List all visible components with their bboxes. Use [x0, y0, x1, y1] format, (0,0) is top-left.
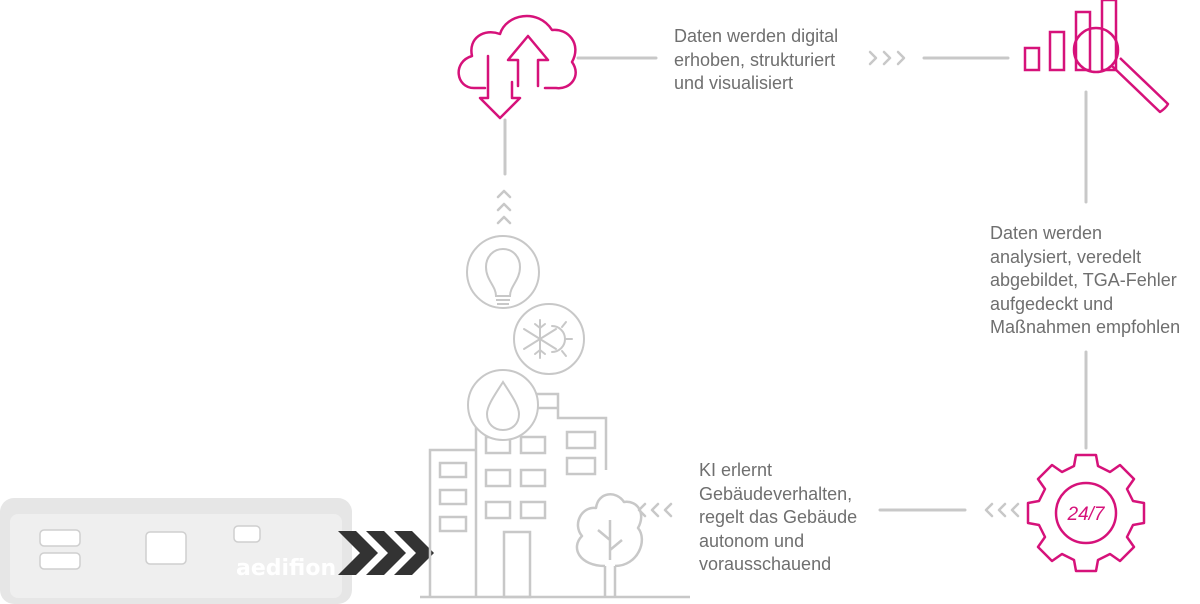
step-collect-line: und visualisiert — [674, 73, 794, 93]
bar-chart-magnifier-icon — [1023, 0, 1170, 114]
step-control-text: KI erlernt Gebäudeverhalten, regelt das … — [699, 459, 857, 577]
device-brand-logo: aedifion — [236, 556, 336, 581]
step-control-line: KI erlernt — [699, 460, 773, 480]
aedifion-device: aedifion — [0, 498, 352, 604]
step-control-line: autonom und — [699, 530, 805, 551]
lightbulb-icon — [466, 235, 540, 309]
step-collect-line: Daten werden digital — [674, 26, 839, 46]
tree-icon — [575, 493, 644, 597]
gear-24-7-icon: 24/7 — [1026, 453, 1146, 573]
step-analyze-line: Maßnahmen empfohlen — [990, 317, 1181, 338]
step-analyze-line: aufgedeckt und — [990, 293, 1114, 314]
step-control-line: vorausschauend — [699, 554, 832, 574]
step-collect-line: erhoben, strukturiert — [674, 49, 836, 70]
step-analyze-line: abgebildet, TGA-Fehler — [990, 270, 1177, 291]
connector-lines — [503, 56, 1088, 512]
step-control-line: regelt das Gebäude — [699, 507, 858, 527]
step-analyze-text: Daten werden analysiert, veredelt abgebi… — [990, 222, 1180, 340]
cloud-upload-download-icon — [457, 14, 577, 120]
step-analyze-line: analysiert, veredelt — [990, 246, 1142, 267]
step-control-line: Gebäudeverhalten, — [699, 483, 853, 504]
water-drop-icon — [467, 369, 539, 441]
step-analyze-line: Daten werden — [990, 223, 1103, 243]
step-collect-text: Daten werden digital erhoben, strukturie… — [674, 25, 838, 96]
badge-24-7: 24/7 — [1067, 504, 1106, 525]
chevron-arrows-icon — [496, 50, 1020, 518]
dark-arrow-icons — [338, 531, 434, 575]
snowflake-sun-icon — [513, 303, 585, 375]
building-icon — [420, 392, 690, 599]
